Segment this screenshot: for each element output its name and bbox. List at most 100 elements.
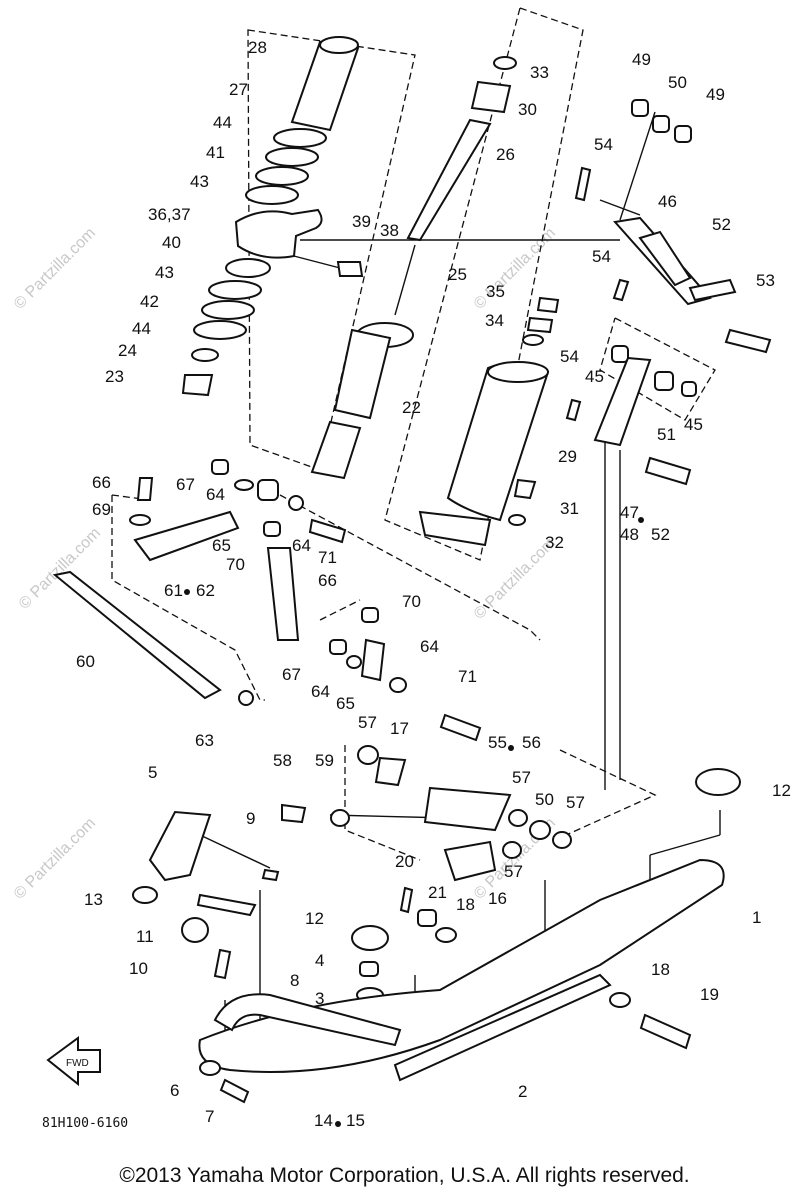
callout-18: 18 <box>456 895 475 914</box>
callout-labels: 28 27 44 41 43 36,37 40 43 42 44 24 23 3… <box>76 38 791 1130</box>
callout-70: 70 <box>402 592 421 611</box>
callout-21: 21 <box>428 883 447 902</box>
callout-2: 2 <box>518 1082 527 1101</box>
callout-49: 49 <box>706 85 725 104</box>
callout-11: 11 <box>136 927 154 946</box>
ski-assembly <box>46 768 741 1104</box>
callout-4: 4 <box>315 951 324 970</box>
callout-13: 13 <box>84 890 103 909</box>
callout-28: 28 <box>248 38 267 57</box>
callout-27: 27 <box>229 80 248 99</box>
callout-8: 8 <box>290 971 299 990</box>
callout-50: 50 <box>668 73 687 92</box>
callout-48: 48 <box>620 525 639 544</box>
pivot-assembly <box>281 745 572 882</box>
callout-16: 16 <box>488 889 507 908</box>
callout-39: 39 <box>352 212 371 231</box>
callout-34: 34 <box>485 311 504 330</box>
callout-20: 20 <box>395 852 414 871</box>
callout-57: 57 <box>566 793 585 812</box>
callout-23: 23 <box>105 367 124 386</box>
shock-damper <box>310 56 517 480</box>
callout-65: 65 <box>336 694 355 713</box>
callout-70: 70 <box>226 555 245 574</box>
callout-6: 6 <box>170 1081 179 1100</box>
callout-33: 33 <box>530 63 549 82</box>
callout-64: 64 <box>311 682 330 701</box>
callout-57: 57 <box>504 862 523 881</box>
callout-12: 12 <box>772 781 791 800</box>
copyright-notice: ©2013 Yamaha Motor Corporation, U.S.A. A… <box>119 1164 690 1187</box>
callout-62: 62 <box>196 581 215 600</box>
callout-44: 44 <box>213 113 232 132</box>
callout-52: 52 <box>651 525 670 544</box>
callout-26: 26 <box>496 145 515 164</box>
callout-69: 69 <box>92 500 111 519</box>
callout-67: 67 <box>176 475 195 494</box>
callout-41: 41 <box>206 143 225 162</box>
callout-29: 29 <box>558 447 577 466</box>
callout-42: 42 <box>140 292 159 311</box>
callout-43: 43 <box>155 263 174 282</box>
fwd-label: FWD <box>66 1058 89 1069</box>
callout-5: 5 <box>148 763 157 782</box>
callout-64: 64 <box>420 637 439 656</box>
callout-60: 60 <box>76 652 95 671</box>
callout-12: 12 <box>305 909 324 928</box>
callout-66: 66 <box>92 473 111 492</box>
fwd-arrow-icon: FWD <box>66 1058 89 1069</box>
callout-7: 7 <box>205 1107 214 1126</box>
callout-24: 24 <box>118 341 137 360</box>
watermark: © Partzilla.com <box>11 225 99 313</box>
callout-32: 32 <box>545 533 564 552</box>
callout-50: 50 <box>535 790 554 809</box>
callout-22: 22 <box>402 398 421 417</box>
shock-reservoir <box>418 296 560 547</box>
callout-9: 9 <box>246 809 255 828</box>
callout-54: 54 <box>594 135 613 154</box>
callout-55: 55 <box>488 733 507 752</box>
callout-58: 58 <box>273 751 292 770</box>
callout-71: 71 <box>458 667 477 686</box>
callout-67: 67 <box>282 665 301 684</box>
callout-36-37: 36,37 <box>148 205 191 224</box>
callout-19: 19 <box>700 985 719 1004</box>
callout-45: 45 <box>684 415 703 434</box>
callout-17: 17 <box>390 719 409 738</box>
callout-54: 54 <box>560 347 579 366</box>
callout-71: 71 <box>318 548 337 567</box>
callout-59: 59 <box>315 751 334 770</box>
callout-64: 64 <box>292 536 311 555</box>
callout-44: 44 <box>132 319 151 338</box>
callout-38: 38 <box>380 221 399 240</box>
callout-25: 25 <box>448 265 467 284</box>
callout-51: 51 <box>657 425 676 444</box>
callout-54: 54 <box>592 247 611 266</box>
callout-46: 46 <box>658 192 677 211</box>
callout-64: 64 <box>206 485 225 504</box>
callout-30: 30 <box>518 100 537 119</box>
callout-15: 15 <box>346 1111 365 1130</box>
callout-10: 10 <box>129 959 148 978</box>
callout-56: 56 <box>522 733 541 752</box>
diagram-code: 81H100-6160 <box>42 1116 129 1131</box>
callout-40: 40 <box>162 233 181 252</box>
shock-spring-stack <box>181 36 360 397</box>
callout-31: 31 <box>560 499 579 518</box>
lower-link-parts <box>52 459 482 742</box>
callout-52: 52 <box>712 215 731 234</box>
bullet-markers <box>184 517 644 1127</box>
callout-14: 14 <box>314 1111 333 1130</box>
callout-18: 18 <box>651 960 670 979</box>
callout-65: 65 <box>212 536 231 555</box>
upper-link-arms <box>565 99 772 486</box>
callout-66: 66 <box>318 571 337 590</box>
callout-57: 57 <box>358 713 377 732</box>
callout-61: 61 <box>164 581 183 600</box>
callout-43: 43 <box>190 172 209 191</box>
callout-49: 49 <box>632 50 651 69</box>
callout-35: 35 <box>486 282 505 301</box>
callout-45: 45 <box>585 367 604 386</box>
callout-53: 53 <box>756 271 775 290</box>
